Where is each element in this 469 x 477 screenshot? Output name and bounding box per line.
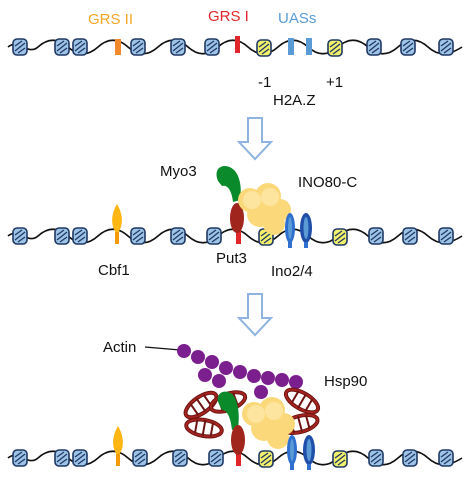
grs2-site — [115, 39, 121, 55]
hsp90-ring — [179, 386, 223, 424]
grs1-site-bottom — [236, 448, 241, 466]
myo3-label: Myo3 — [160, 163, 197, 180]
hsp90-label: Hsp90 — [324, 373, 367, 390]
grs2-label: GRS II — [88, 11, 133, 28]
myo3-protein — [216, 165, 241, 202]
put3-label: Put3 — [216, 250, 247, 267]
uas-site-1 — [288, 38, 294, 55]
h2az-label: H2A.Z — [273, 92, 316, 109]
grs1-site — [235, 36, 240, 53]
actin-label: Actin — [103, 339, 136, 356]
myo3-protein-bottom — [217, 391, 239, 430]
ino80c-label: INO80-C — [298, 174, 357, 191]
hsp90-ring — [280, 383, 324, 419]
cbf1-protein — [112, 204, 122, 244]
uas-site-2 — [306, 38, 312, 55]
arrow-down-icon — [236, 293, 274, 337]
ino24-label: Ino2/4 — [271, 263, 313, 280]
ino80c-complex — [238, 183, 291, 235]
cbf1-label: Cbf1 — [98, 262, 130, 279]
minus1-label: -1 — [258, 74, 271, 91]
ino24-proteins-bottom — [287, 435, 315, 470]
grs1-label: GRS I — [208, 8, 249, 25]
hsp90-ring — [182, 414, 226, 442]
arrow-down-icon — [236, 117, 274, 161]
grs1-site-middle — [236, 226, 241, 244]
actin-filament — [144, 344, 303, 399]
put3-protein — [230, 203, 244, 233]
plus1-label: +1 — [326, 74, 343, 91]
cbf1-protein-bottom — [113, 426, 123, 466]
uass-label: UASs — [278, 10, 316, 27]
ino80c-complex-bottom — [242, 397, 295, 449]
ino24-proteins — [285, 213, 312, 248]
put3-protein-bottom — [231, 425, 245, 455]
